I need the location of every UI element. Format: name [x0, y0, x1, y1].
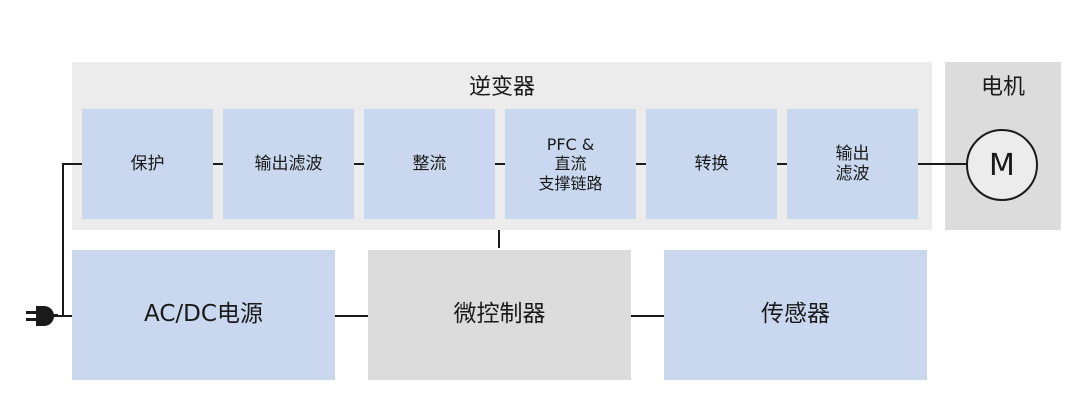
connector-dash: [495, 163, 505, 165]
motor-symbol: M: [966, 129, 1038, 201]
power-bus-line: [62, 163, 64, 317]
connector-power-mcu: [335, 315, 368, 317]
block-ac-dc-power: AC/DC电源: [72, 250, 335, 380]
bus-to-power: [56, 315, 72, 317]
block-output-filter: 输出滤波: [223, 109, 354, 219]
block-pfc-dc-link: PFC & 直流 支撑链路: [505, 109, 636, 219]
connector-dash: [636, 163, 646, 165]
motor-title: 电机: [980, 75, 1025, 100]
inverter-title: 逆变器: [468, 75, 535, 100]
block-sensor: 传感器: [664, 250, 927, 380]
block-conversion: 转换: [646, 109, 777, 219]
block-protection: 保护: [82, 109, 213, 219]
connector-mcu-inverter: [498, 230, 500, 248]
bus-to-protection: [62, 163, 82, 165]
motor-connector: [918, 163, 966, 165]
connector-dash: [354, 163, 364, 165]
block-rectifier: 整流: [364, 109, 495, 219]
connector-dash: [213, 163, 223, 165]
connector-dash: [777, 163, 787, 165]
block-output-filter-2: 输出 滤波: [787, 109, 918, 219]
plug-icon: [26, 306, 58, 326]
block-microcontroller: 微控制器: [368, 250, 631, 380]
connector-mcu-sensor: [631, 315, 664, 317]
